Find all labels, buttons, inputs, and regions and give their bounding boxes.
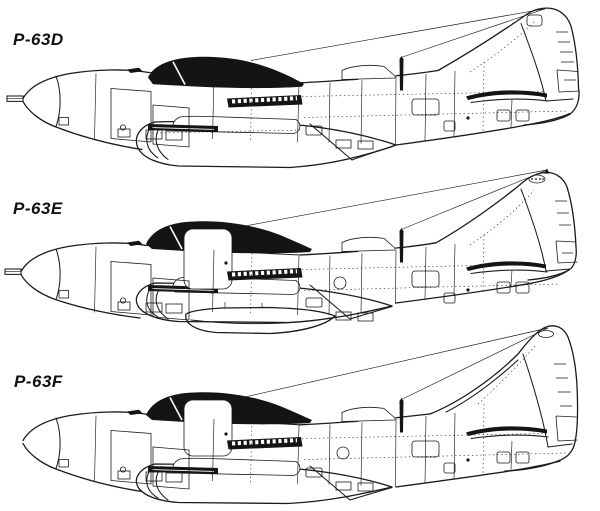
antenna-mast [399,228,404,263]
wing-side-view [135,115,397,169]
fin-tip-light [544,168,550,174]
door-handle [224,261,228,265]
canopy-bubble [148,56,304,89]
tail-fin [437,7,580,126]
canopy-framed [146,221,312,290]
panel-lines [58,234,561,321]
antenna-wires [244,169,548,230]
aircraft-drawing-p63f [22,325,579,505]
wing-gun-fairing [148,466,218,474]
antenna-wires [244,327,549,400]
spine-details [341,228,404,263]
variant-label-p63d: P-63D [13,30,64,49]
spine-details [341,398,404,433]
porthole [336,446,350,460]
fin-tip-light [538,330,554,338]
fin-tip-vent [528,174,546,184]
dorsal-fillet-line [445,359,519,413]
aircraft-drawing-p63d [6,7,580,169]
exhaust-stacks [227,437,303,450]
exhaust-stacks [227,268,303,281]
hatches [117,270,530,322]
wing-gun-fairing [148,124,218,132]
hatches [117,440,530,492]
tail-fin [435,168,578,281]
carburetor-scoop [341,64,396,80]
panel-lines [58,61,567,148]
porthole [333,276,347,290]
panel-lines [58,403,567,490]
antenna-mast [399,56,404,91]
tailplane-edge [466,261,546,271]
carburetor-scoop [341,406,396,422]
wing-side-view [135,457,393,505]
tailplane-edge [466,90,547,100]
antenna-wires [250,8,546,61]
canopy-framed [146,392,312,457]
spine-details [341,56,404,91]
door-handle [224,432,228,436]
belly-drop-tank [185,302,336,335]
variant-label-p63e: P-63E [13,199,63,218]
aircraft-drawing-p63e [4,168,578,335]
cockpit-door [183,228,233,290]
fuselage-outline [22,411,561,493]
exhaust-stacks [227,95,303,108]
tail-fin [429,325,579,472]
variant-label-p63f: P-63F [14,372,63,391]
antenna-mast [399,398,404,433]
hatches [117,98,530,150]
cockpit-door [183,399,233,457]
wing-side-view [135,276,393,324]
tailplane-edge [466,426,547,436]
carburetor-scoop [341,236,396,252]
